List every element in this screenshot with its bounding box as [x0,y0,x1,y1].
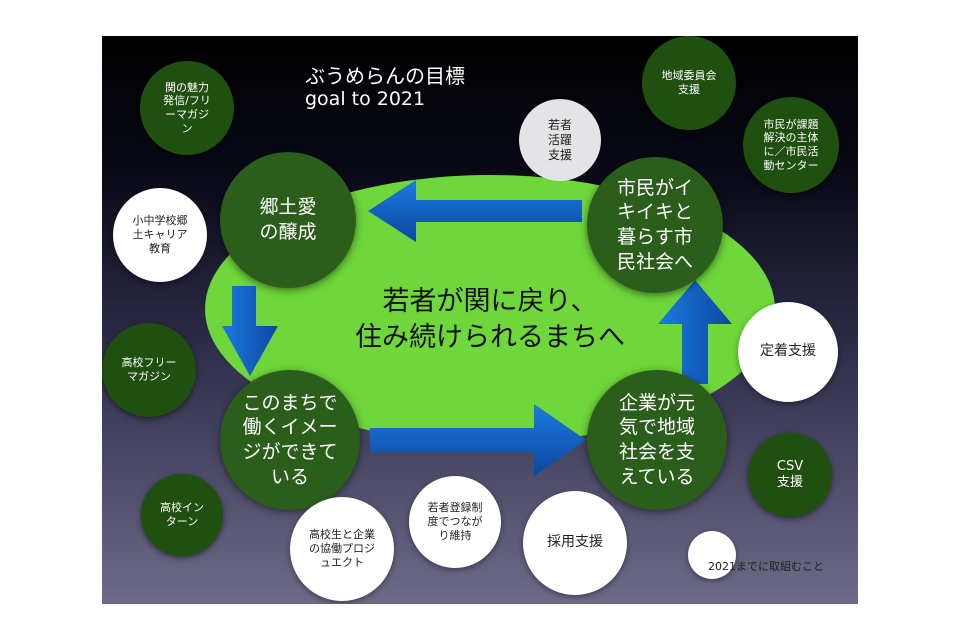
activity-settle: 定着支援 [738,302,838,402]
goal-furusato: 郷土愛 の醸成 [220,152,356,288]
activity-recruit: 採用支援 [523,491,627,595]
slide-title: ぶうめらんの目標 [305,64,465,88]
arrow-down-icon [222,286,278,376]
goal-work-image: このまちで 働くイメー ジができて いる [220,370,360,510]
activity-youth-support: 若者 活躍 支援 [519,99,601,181]
goal-citizens: 市民がイ キイキと 暮らす市 民社会へ [587,157,723,293]
activity-hs-project: 高校生と企業 の協働プロジ ュエクト [290,497,394,601]
activity-seki-magazine: 関の魅力 発信/フリ ーマガジ ン [140,61,234,155]
goal-companies: 企業が元 気で地域 社会を支 えている [587,370,727,510]
activity-hs-intern: 高校イン ターン [141,474,223,556]
legend-swatch [688,531,736,579]
arrow-up-icon [658,280,732,384]
legend-label: 2021までに取組むこと [708,560,824,573]
arrow-right-icon [370,404,586,476]
activity-community-committee: 地域委員会 支援 [642,36,736,130]
activity-civic-center: 市民が課題 解決の主体 に／市民活 動センター [743,97,839,193]
arrow-left-icon [368,180,582,242]
slide: ぶうめらんの目標 goal to 2021 若者が関に戻り、 住み続けられるまち… [102,36,858,604]
slide-subtitle: goal to 2021 [305,88,426,110]
activity-csv: CSV 支援 [748,433,832,517]
activity-school-career: 小中学校郷 土キャリア 教育 [113,188,207,282]
activity-youth-registry: 若者登録制 度でつなが り維持 [409,476,501,568]
activity-hs-magazine: 高校フリー マガジン [102,323,196,417]
central-message-line1: 若者が関に戻り、 [382,286,598,317]
central-message: 若者が関に戻り、 住み続けられるまちへ [252,284,728,356]
central-message-line2: 住み続けられるまちへ [355,322,625,353]
